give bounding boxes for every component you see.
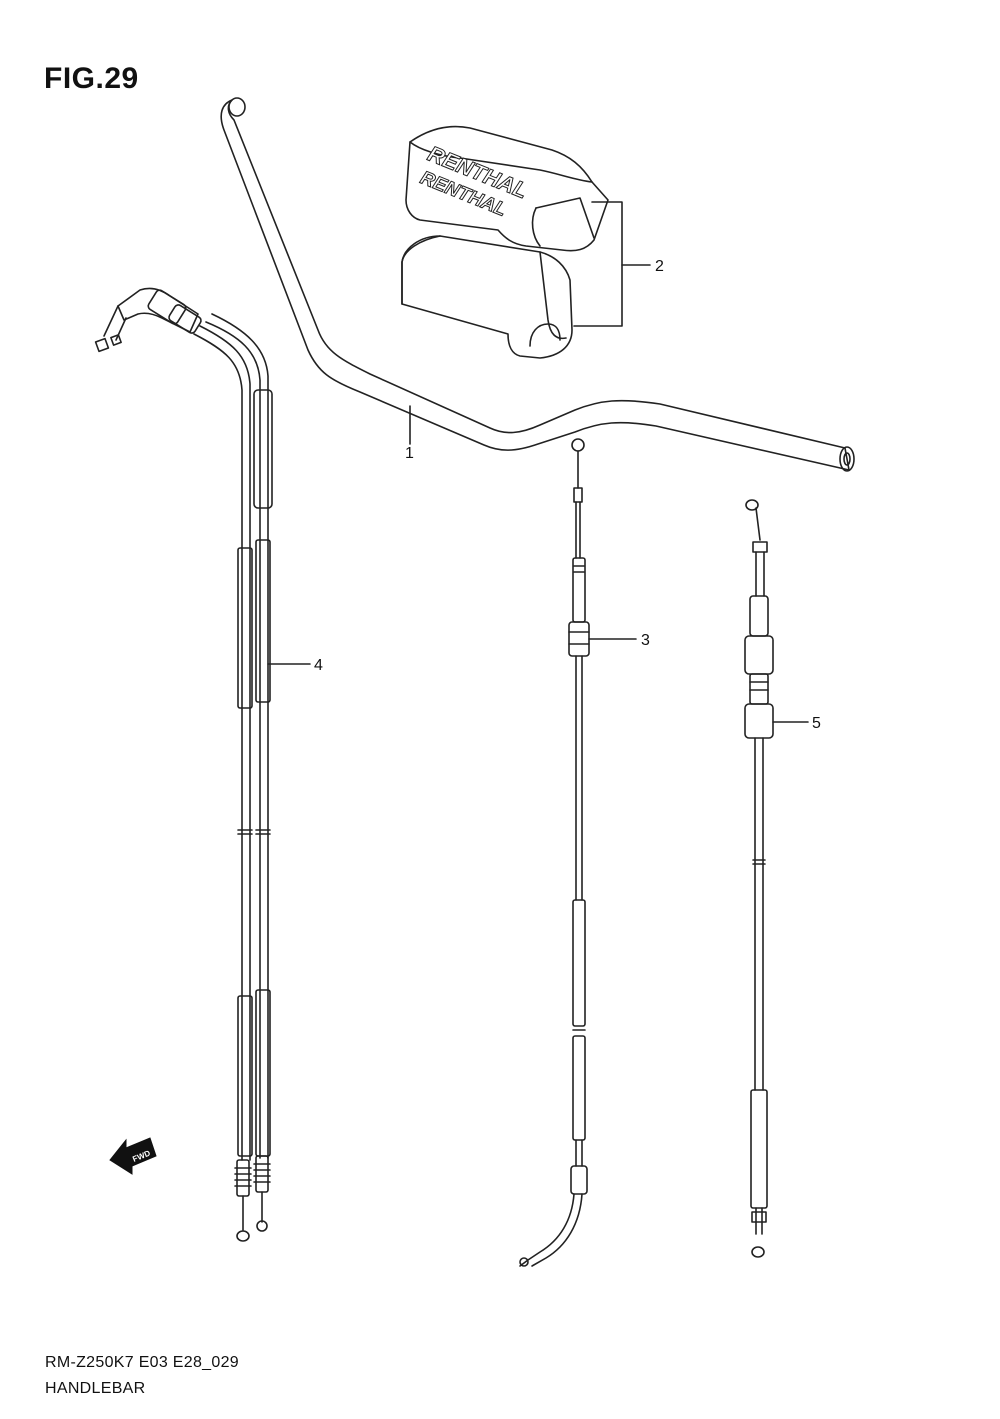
callout-2: 2 <box>655 258 664 275</box>
hot-start-cable-part[interactable] <box>744 499 774 1258</box>
clutch-cable-part[interactable] <box>519 438 590 1267</box>
callout-3: 3 <box>641 632 650 649</box>
model-code: RM-Z250K7 E03 E28_029 <box>45 1354 239 1371</box>
callout-4: 4 <box>314 657 323 674</box>
figure-caption: HANDLEBAR <box>45 1380 146 1397</box>
callout-5: 5 <box>812 715 821 732</box>
figure-title: FIG.29 <box>44 62 139 95</box>
bar-pad-part[interactable] <box>401 125 651 359</box>
throttle-cable-part[interactable] <box>94 287 273 1242</box>
callout-1: 1 <box>405 445 414 462</box>
fwd-arrow-icon: FWD <box>109 1137 157 1175</box>
renthal-logo: RENTHAL RENTHAL <box>417 140 532 221</box>
handlebar-part[interactable] <box>220 97 855 472</box>
